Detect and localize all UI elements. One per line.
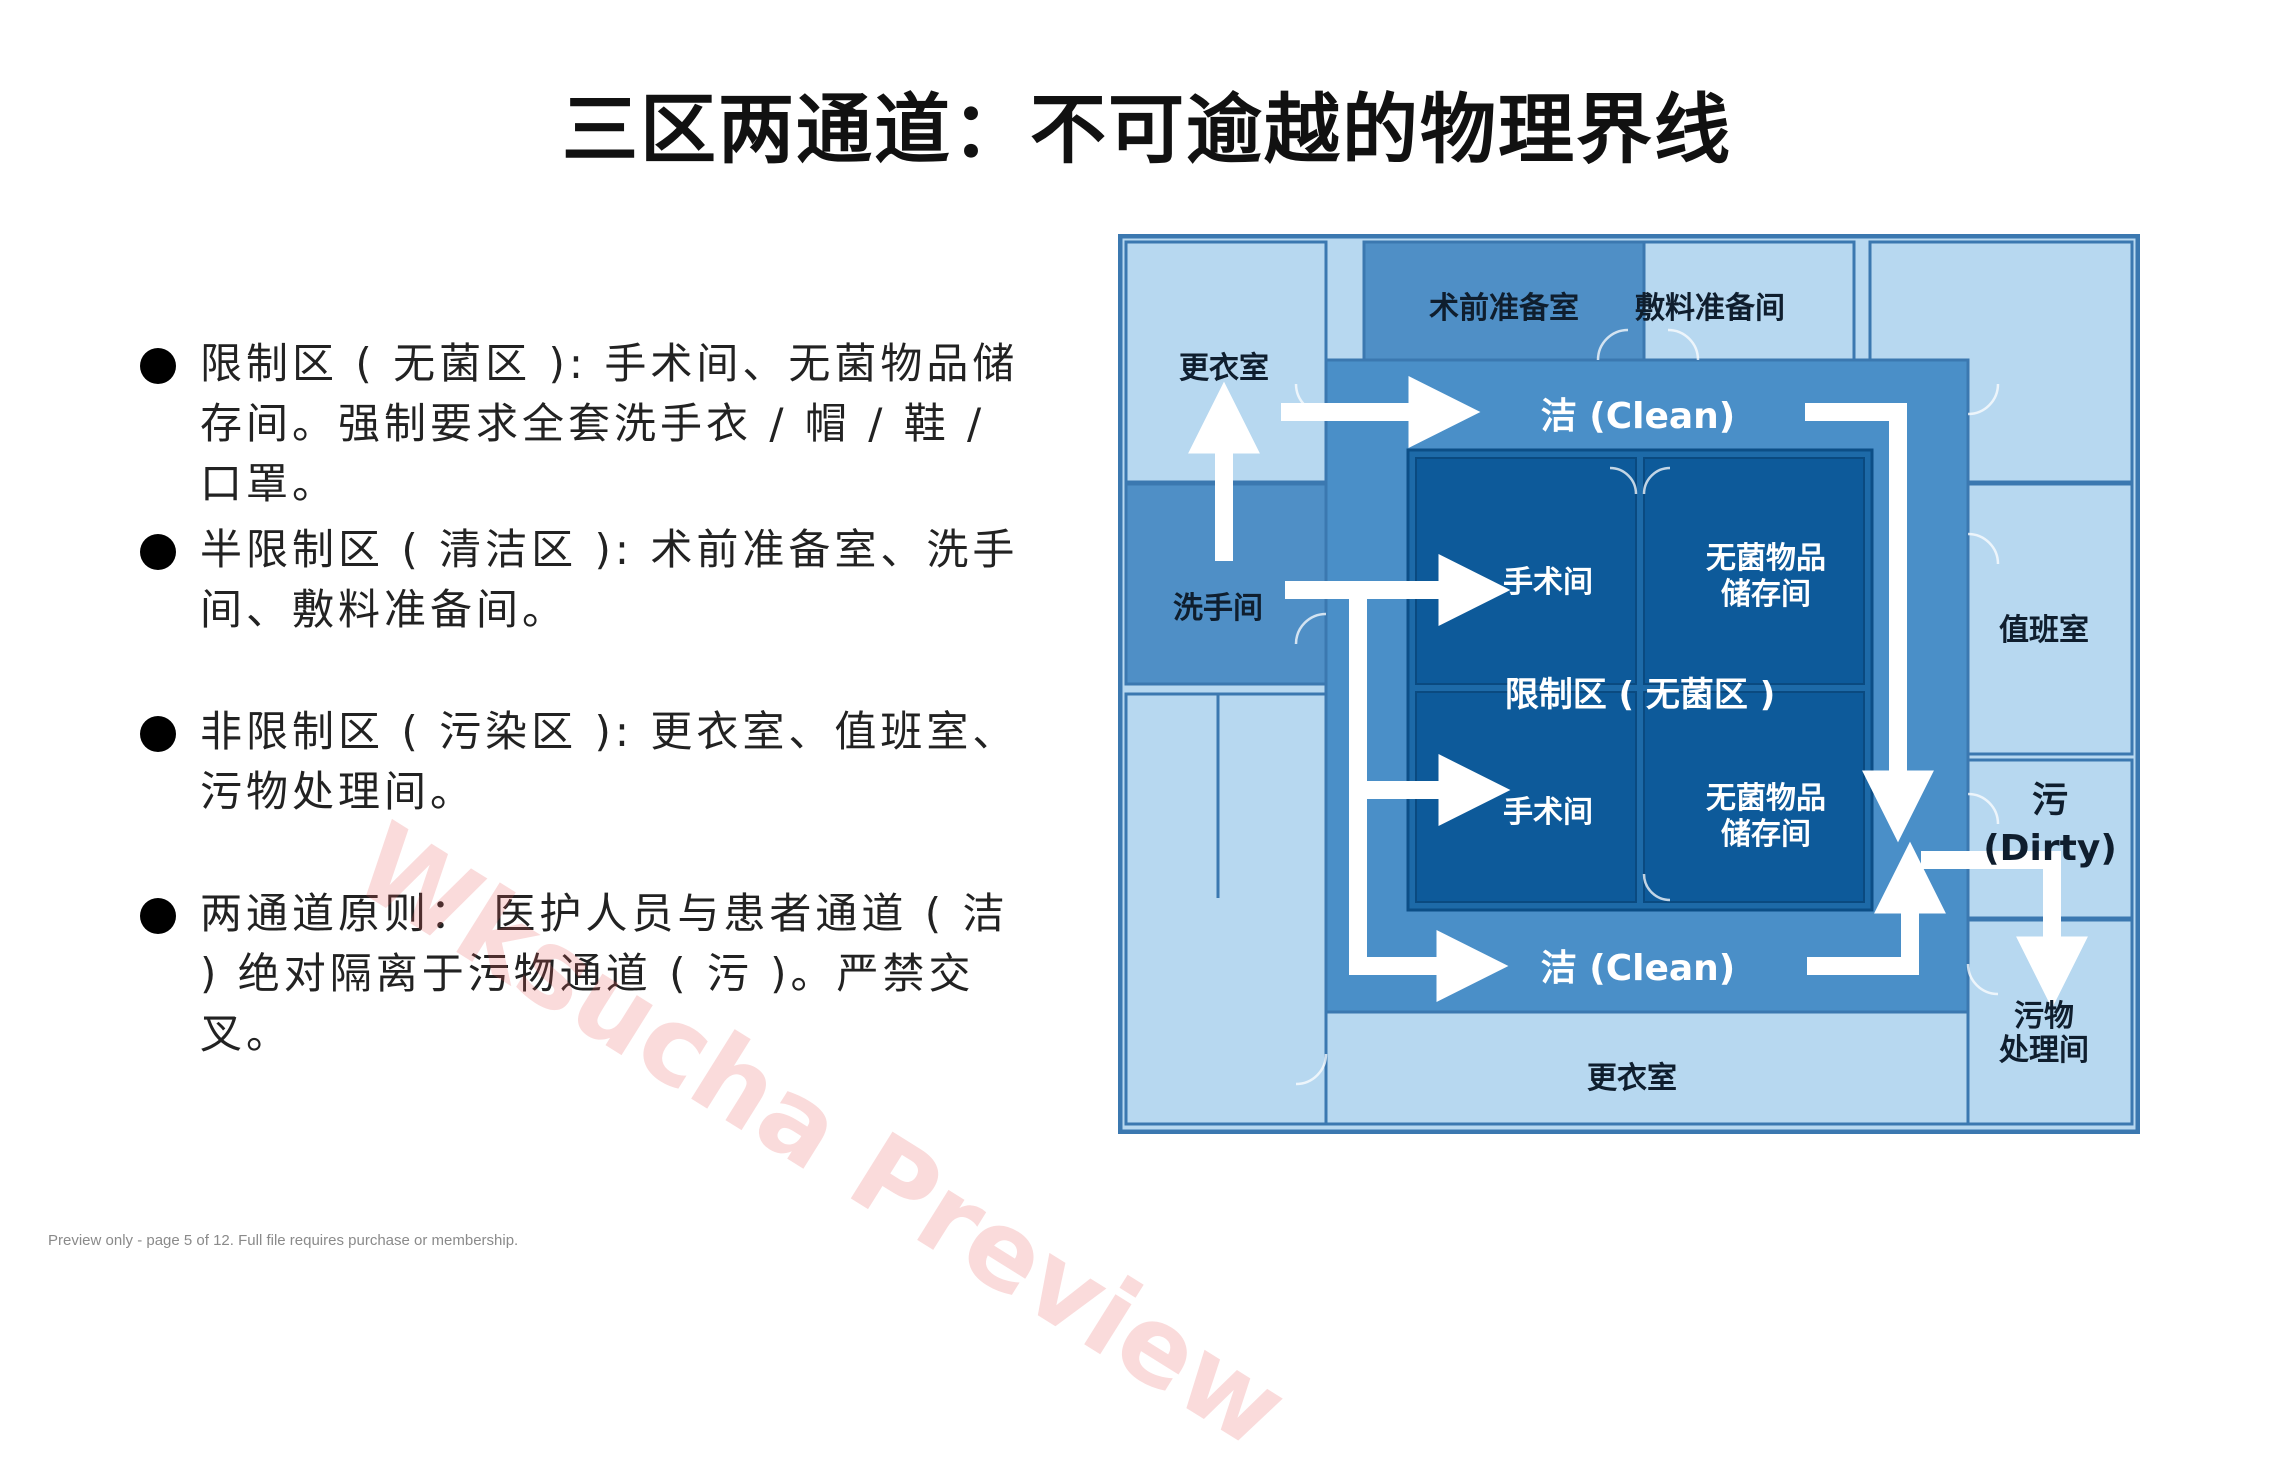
clean-flow-arrows xyxy=(1188,376,2088,1009)
room-dressing xyxy=(1642,240,1856,362)
arrow-dirty-to-disposal xyxy=(1921,851,2088,1009)
bullet-text: 限制区 ( 无菌区 ): 手术间、无菌物品储存间。强制要求全套洗手衣 / 帽 /… xyxy=(200,339,1019,508)
label-disposal-1: 污物 xyxy=(2014,999,2074,1034)
arrow-bottom-up xyxy=(1807,841,1946,975)
room-locker-bottom xyxy=(1324,1010,1970,1126)
label-or-bottom: 手术间 xyxy=(1503,795,1593,830)
label-duty: 值班室 xyxy=(1999,613,2089,648)
label-locker-top: 更衣室 xyxy=(1179,351,1269,386)
core-labels: 手术间 无菌物品 储存间 限制区 ( 无菌区 ) 手术间 无菌物品 储存间 洁 … xyxy=(1503,396,1826,989)
label-clean-bottom: 洁 (Clean) xyxy=(1541,948,1736,989)
label-disposal-2: 处理间 xyxy=(1998,1033,2089,1068)
floor-plan-diagram: 术前准备室 敷料准备间 更衣室 洗手间 值班室 更衣室 污物 处理间 手术间 无… xyxy=(1118,234,2140,1134)
floor-plan-svg: 术前准备室 敷料准备间 更衣室 洗手间 值班室 更衣室 污物 处理间 手术间 无… xyxy=(1118,234,2140,1134)
label-dirty-2: (Dirty) xyxy=(1983,828,2117,869)
bullet-unrestricted-zone: 非限制区 ( 污染区 ): 更衣室、值班室、污物处理间。 xyxy=(140,702,1020,822)
dirty-labels: 污 (Dirty) xyxy=(1983,780,2117,869)
label-dirty-1: 污 xyxy=(2032,780,2068,821)
label-preop: 术前准备室 xyxy=(1429,291,1579,326)
room-labels: 术前准备室 敷料准备间 更衣室 洗手间 值班室 更衣室 污物 处理间 xyxy=(1173,291,2089,1096)
label-sterile-bottom-1: 无菌物品 xyxy=(1706,781,1826,816)
label-clean-top: 洁 (Clean) xyxy=(1541,396,1736,437)
bullet-text: 非限制区 ( 污染区 ): 更衣室、值班室、污物处理间。 xyxy=(200,707,1019,816)
bullet-dot-icon xyxy=(140,534,176,570)
arrow-down-corridor xyxy=(1349,591,1509,1002)
label-sterile-bottom-2: 储存间 xyxy=(1721,817,1811,852)
room-preop xyxy=(1362,240,1646,362)
room-sterile-bottom xyxy=(1643,691,1865,903)
arrow-right-corridor xyxy=(1805,403,1934,843)
room-duty xyxy=(1966,482,2134,756)
label-dressing: 敷料准备间 xyxy=(1635,291,1785,326)
slide-title: 三区两通道：不可逾越的物理界线 xyxy=(562,85,1732,174)
bullet-dot-icon xyxy=(140,348,176,384)
bullet-restricted-zone: 限制区 ( 无菌区 ): 手术间、无菌物品储存间。强制要求全套洗手衣 / 帽 /… xyxy=(140,334,1020,514)
bullet-dot-icon xyxy=(140,716,176,752)
bullet-semi-restricted-zone: 半限制区 ( 清洁区 ): 术前准备室、洗手间、敷料准备间。 xyxy=(140,520,1020,640)
room-sterile-top xyxy=(1643,457,1865,685)
bullet-dot-icon xyxy=(140,898,176,934)
label-scrub: 洗手间 xyxy=(1173,591,1263,626)
bullet-text: 半限制区 ( 清洁区 ): 术前准备室、洗手间、敷料准备间。 xyxy=(200,525,1019,634)
bullet-text: 两通道原则： 医护人员与患者通道 ( 洁 ) 绝对隔离于污物通道 ( 污 )。严… xyxy=(200,889,1009,1058)
footer-note: Preview only - page 5 of 12. Full file r… xyxy=(48,1232,519,1249)
label-sterile-top-1: 无菌物品 xyxy=(1706,541,1826,576)
label-restricted: 限制区 ( 无菌区 ) xyxy=(1505,675,1776,715)
label-locker-bottom: 更衣室 xyxy=(1587,1061,1677,1096)
bullet-two-channels: 两通道原则： 医护人员与患者通道 ( 洁 ) 绝对隔离于污物通道 ( 污 )。严… xyxy=(140,884,1020,1064)
room-left-lower xyxy=(1124,692,1328,1126)
label-sterile-top-2: 储存间 xyxy=(1721,577,1811,612)
label-or-top: 手术间 xyxy=(1503,565,1593,600)
